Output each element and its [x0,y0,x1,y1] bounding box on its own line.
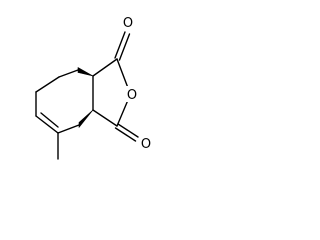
atom-label-o-carbonyl-top: O [123,16,133,31]
bond-carbonyl-bottom-b [114,127,137,142]
wedge-bond-lower [78,109,94,128]
chemical-structure-diagram: O O O [35,14,152,160]
bond-anhydride-lower-carbon [92,109,118,127]
bond-anhydride-upper-oxygen [116,58,129,89]
bond-carbonyl-bottom-a [117,123,139,138]
bond-ring-top [58,69,79,78]
bond-ring-lower-left-double [35,115,59,134]
bond-carbonyl-top-a [114,31,126,59]
bond-ring-lower-right [57,124,80,134]
bond-carbonyl-top-b [118,33,131,61]
bond-ring-lower-left-double-inner [40,112,59,128]
bond-anhydride-upper-carbon [92,58,118,77]
wedge-bond-upper [77,67,94,77]
atom-label-o-ring: O [127,88,137,103]
atom-label-o-carbonyl-bottom: O [141,137,151,152]
bond-ring-upper-left [35,76,60,93]
bond-anhydride-lower-oxygen [116,99,129,127]
